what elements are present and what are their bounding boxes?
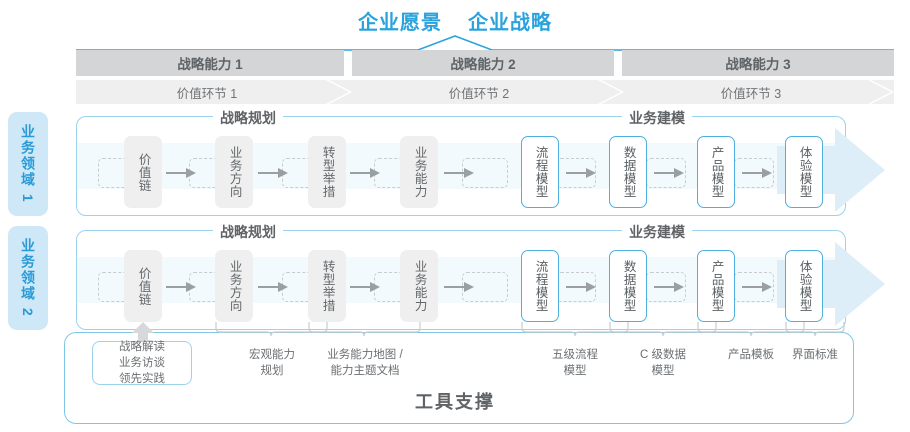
flow-arrow-icon: [742, 282, 772, 292]
flow-arrow-icon: [350, 168, 380, 178]
node-label: 业务方向: [227, 146, 242, 198]
tool-label-macro-capability: 宏观能力 规划: [249, 349, 295, 377]
capability-bar-2-label: 战略能力 2: [450, 57, 516, 72]
value-chain-3[interactable]: 价值环节 3: [620, 80, 882, 104]
value-chain-1[interactable]: 价值环节 1: [76, 80, 338, 104]
node-label: 转型举措: [320, 260, 335, 312]
node-label: 流程模型: [533, 260, 548, 312]
tool-support-container: [64, 332, 854, 424]
value-chain-2-label: 价值环节 2: [448, 86, 510, 101]
tool-highlight-box[interactable]: 战略解读 业务访谈 领先实践: [92, 341, 192, 385]
vision-title-enterprise-vision: 企业愿景: [358, 11, 442, 34]
flow-arrow-icon: [258, 282, 288, 292]
capability-bar-1-label: 战略能力 1: [177, 57, 243, 72]
node-process-model-2[interactable]: 流程模型: [521, 250, 559, 322]
tool-label-product-template: 产品模板: [728, 349, 774, 361]
flow-arrow-icon: [258, 168, 288, 178]
value-chain-row: 价值环节 1 价值环节 2 价值环节 3: [76, 80, 894, 104]
node-process-model-1[interactable]: 流程模型: [521, 136, 559, 208]
node-label: 业务能力: [412, 260, 427, 312]
tool-label-data-model: C 级数据 模型: [640, 349, 686, 377]
domain-tab-1[interactable]: 业务领域 1: [8, 112, 48, 216]
node-label: 流程模型: [533, 146, 548, 198]
flow-arrow-icon: [350, 282, 380, 292]
flow-arrow-icon: [166, 168, 196, 178]
value-chain-1-label: 价值环节 1: [176, 86, 238, 101]
flow-arrow-icon: [166, 282, 196, 292]
node-label: 价值链: [136, 266, 151, 306]
domain-tab-2[interactable]: 业务领域 2: [8, 226, 48, 330]
flow-arrow-icon: [742, 168, 772, 178]
capability-bar-row: 战略能力 1 战略能力 2 战略能力 3: [76, 50, 894, 76]
node-label: 产品模型: [709, 260, 724, 312]
section-title-modeling-1: 业务建模: [622, 108, 692, 128]
capability-bar-1[interactable]: 战略能力 1: [76, 50, 344, 76]
flow-arrow-icon: [654, 282, 684, 292]
vision-title-enterprise-strategy: 企业战略: [468, 11, 552, 34]
section-title-planning-2: 战略规划: [213, 222, 283, 242]
tool-label-ui-standard: 界面标准: [792, 349, 838, 361]
node-product-model-1[interactable]: 产品模型: [697, 136, 735, 208]
tool-highlight-label: 战略解读 业务访谈 领先实践: [119, 340, 165, 386]
capability-bar-3[interactable]: 战略能力 3: [622, 50, 894, 76]
node-business-capability-2[interactable]: 业务能力: [400, 250, 438, 322]
section-title-modeling-2: 业务建模: [622, 222, 692, 242]
node-label: 体验模型: [797, 146, 812, 198]
domain-tab-2-label: 业务领域 2: [20, 238, 37, 318]
node-business-direction-2[interactable]: 业务方向: [215, 250, 253, 322]
node-label: 数据模型: [621, 260, 636, 312]
node-experience-model-1[interactable]: 体验模型: [785, 136, 823, 208]
tool-bracket-6: [785, 322, 845, 337]
flow-arrow-icon: [654, 168, 684, 178]
node-business-capability-1[interactable]: 业务能力: [400, 136, 438, 208]
capability-bar-3-label: 战略能力 3: [725, 57, 791, 72]
tool-bracket-2: [308, 322, 421, 337]
node-business-direction-1[interactable]: 业务方向: [215, 136, 253, 208]
node-transformation-1[interactable]: 转型举措: [308, 136, 346, 208]
vision-title-row: 企业愿景 企业战略: [0, 6, 910, 34]
capability-bar-2[interactable]: 战略能力 2: [352, 50, 614, 76]
node-label: 数据模型: [621, 146, 636, 198]
tool-up-arrow-icon: [132, 322, 154, 348]
value-chain-3-label: 价值环节 3: [720, 86, 782, 101]
node-label: 价值链: [136, 152, 151, 192]
node-data-model-2[interactable]: 数据模型: [609, 250, 647, 322]
tool-label-capability-map: 业务能力地图 / 能力主题文档: [327, 349, 403, 377]
node-experience-model-2[interactable]: 体验模型: [785, 250, 823, 322]
footer-title: 工具支撑: [415, 392, 495, 412]
node-label: 体验模型: [797, 260, 812, 312]
value-chain-band: [76, 80, 894, 104]
node-data-model-1[interactable]: 数据模型: [609, 136, 647, 208]
flow-arrow-icon: [444, 168, 474, 178]
flow-arrow-icon: [566, 282, 596, 292]
domain-tab-1-label: 业务领域 1: [20, 124, 37, 204]
node-label: 产品模型: [709, 146, 724, 198]
node-value-chain-1[interactable]: 价值链: [124, 136, 162, 208]
node-label: 业务方向: [227, 260, 242, 312]
node-transformation-2[interactable]: 转型举措: [308, 250, 346, 322]
flow-arrow-icon: [444, 282, 474, 292]
tool-label-process-model: 五级流程 模型: [552, 349, 598, 377]
node-value-chain-2[interactable]: 价值链: [124, 250, 162, 322]
node-label: 转型举措: [320, 146, 335, 198]
section-title-planning-1: 战略规划: [213, 108, 283, 128]
flow-arrow-icon: [566, 168, 596, 178]
node-product-model-2[interactable]: 产品模型: [697, 250, 735, 322]
value-chain-2[interactable]: 价值环节 2: [348, 80, 610, 104]
node-label: 业务能力: [412, 146, 427, 198]
